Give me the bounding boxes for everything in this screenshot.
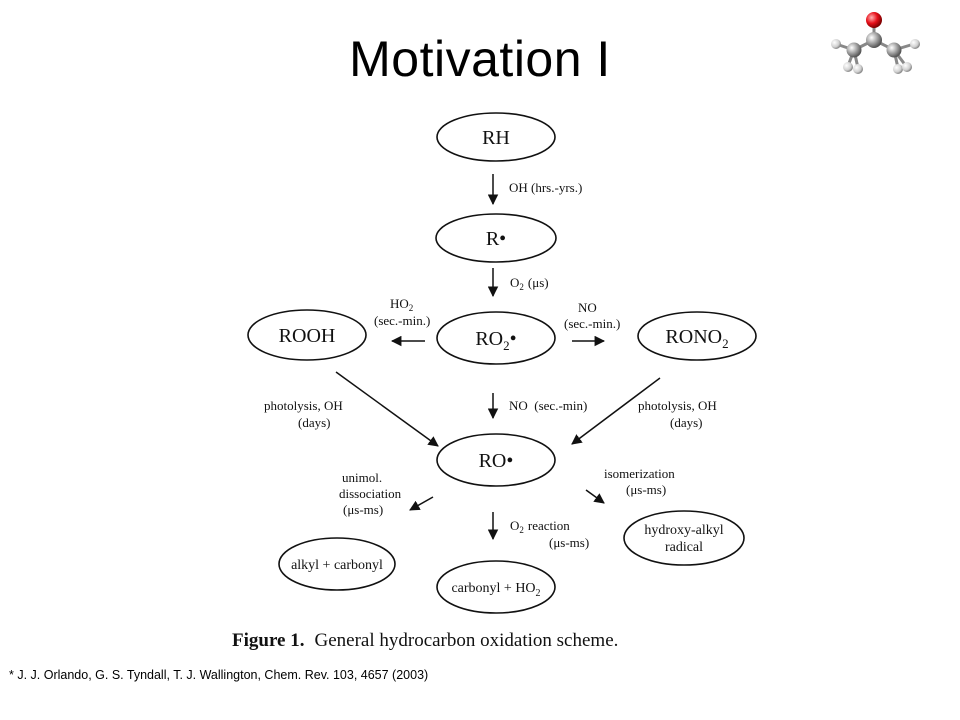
node-hydroxy-alkyl-label-line1: hydroxy-alkyl [644, 523, 723, 538]
label-o2-us: O2(μs) [510, 275, 549, 292]
label-photolysis-right-2: (days) [670, 415, 703, 430]
label-oh-hrs: OH (hrs.-yrs.) [509, 180, 582, 195]
label-isomerization-2: (μs-ms) [626, 482, 666, 497]
figure-caption: Figure 1.General hydrocarbon oxidation s… [232, 630, 618, 651]
node-hydroxy-alkyl-radical [623, 510, 745, 566]
node-alkyl-carbonyl [278, 537, 396, 591]
label-unimol-2: dissociation [339, 486, 402, 501]
label-o2-reaction-time: (μs-ms) [549, 535, 589, 550]
node-hydroxy-alkyl-label-line2: radical [665, 540, 703, 555]
label-photolysis-left-2: (days) [298, 415, 331, 430]
arrow-rono2-to-ro [571, 377, 661, 445]
label-photolysis-right-1: photolysis, OH [638, 398, 717, 413]
slide-title: Motivation I [349, 31, 611, 87]
label-ho2: HO2 [390, 296, 413, 313]
label-photolysis-left-1: photolysis, OH [264, 398, 343, 413]
label-no: NO [578, 300, 597, 315]
node-rono2-label: RONO2 [665, 326, 728, 351]
acetone-molecule-icon [831, 12, 920, 74]
label-isomerization-1: isomerization [604, 466, 675, 481]
node-ro2-label: RO2• [475, 328, 516, 353]
citation: * J. J. Orlando, G. S. Tyndall, T. J. Wa… [9, 668, 429, 682]
node-alkyl-carbonyl-label: alkyl + carbonyl [291, 558, 383, 573]
arrow-rooh-to-ro [335, 371, 439, 447]
node-rh [436, 112, 556, 162]
arrow-ro-to-alkyl-carbonyl [409, 496, 434, 511]
label-unimol-3: (μs-ms) [343, 502, 383, 517]
node-r-radical [435, 213, 557, 263]
label-ho2-time: (sec.-min.) [374, 313, 430, 328]
label-unimol-1: unimol. [342, 470, 382, 485]
node-rono2 [637, 311, 757, 361]
node-rh-label: RH [482, 127, 510, 149]
node-ro-label: RO• [479, 450, 514, 472]
node-ro-radical [436, 433, 556, 487]
node-ro2-radical [436, 311, 556, 365]
label-no-sec-min: NO (sec.-min) [509, 398, 587, 413]
node-carbonyl-ho2-label: carbonyl + HO2 [451, 581, 540, 599]
arrow-ro-to-hydroxy-alkyl [585, 489, 605, 504]
node-rooh-label: ROOH [279, 325, 336, 347]
node-rooh [247, 309, 367, 361]
node-carbonyl-ho2 [436, 560, 556, 614]
node-r-label: R• [486, 228, 506, 250]
label-no-time: (sec.-min.) [564, 316, 620, 331]
